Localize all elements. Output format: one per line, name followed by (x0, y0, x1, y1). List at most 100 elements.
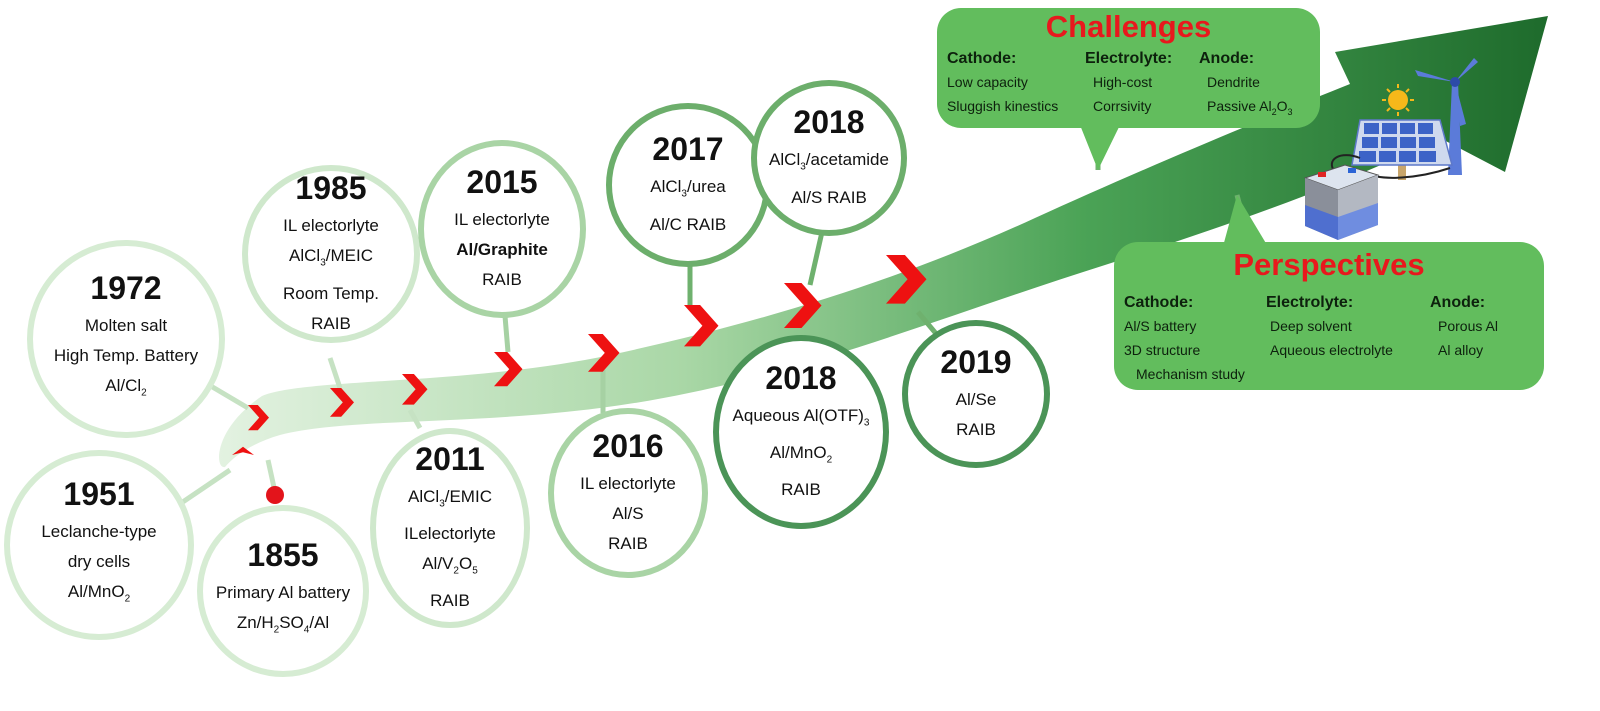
perspectives-anode-heading: Anode: (1430, 294, 1486, 311)
milestone-year: 1985 (295, 170, 367, 207)
milestone-line: Aqueous Al(OTF)3 (732, 405, 870, 428)
growth-arrow (219, 16, 1548, 468)
milestone-year: 2011 (415, 440, 485, 477)
chevron-markers (232, 255, 927, 455)
challenges-cathode-item: Low capacity (947, 74, 1028, 90)
challenges-electrolyte-item: High-cost (1093, 74, 1153, 90)
milestone-year: 1855 (247, 537, 319, 574)
sun-icon (1382, 84, 1414, 116)
milestone-line: ILelectorlyte (404, 524, 496, 543)
chevron-8 (784, 283, 822, 328)
perspectives-col-anode: Anode: Porous Al Al alloy (1430, 292, 1498, 362)
chevron-3 (330, 388, 354, 417)
milestone-line: AlCl3/EMIC (408, 486, 492, 509)
challenges-electrolyte-item: Corrsivity (1093, 98, 1152, 114)
milestone-year: 1972 (90, 270, 162, 307)
milestone-line: RAIB (482, 270, 522, 289)
milestone-line: Al/C RAIB (649, 214, 727, 234)
milestone-line: Molten salt (84, 316, 168, 336)
milestone-line: Primary Al battery (215, 583, 351, 603)
challenges-anode-item: Passive Al2O3 (1207, 98, 1293, 117)
milestone-line: IL electorlyte (454, 210, 550, 229)
milestone-year: 2018 (765, 359, 837, 396)
perspectives-electrolyte-heading: Electrolyte: (1266, 294, 1354, 311)
milestone-line: AlCl3/urea (650, 177, 726, 200)
milestone-line: Zn/H2SO4/Al (236, 613, 330, 636)
chevron-9 (886, 255, 927, 304)
milestone-line: Al/S (612, 504, 644, 523)
challenges-col-electrolyte: Electrolyte: High-cost Corrsivity (1085, 48, 1172, 118)
perspectives-cathode-item: 3D structure (1124, 342, 1201, 358)
milestone-line: dry cells (67, 552, 131, 572)
milestone-line: IL electorlyte (283, 216, 379, 236)
perspectives-cathode-item: Al/S battery (1124, 318, 1197, 334)
milestone-line: Leclanche-type (41, 522, 157, 542)
milestone-year: 1951 (63, 476, 135, 513)
milestone-line: RAIB (956, 420, 996, 439)
challenges-col-cathode: Cathode: Low capacity Sluggish kinestics (947, 48, 1058, 118)
challenges-col-anode: Anode: Dendrite Passive Al2O3 (1199, 48, 1293, 124)
solar-panel-icon (1351, 119, 1453, 180)
milestone-line: RAIB (430, 591, 470, 611)
perspectives-title: Perspectives (1233, 247, 1425, 282)
perspectives-anode-item: Al alloy (1438, 342, 1484, 358)
perspectives-col-cathode: Cathode: Al/S battery 3D structure Mecha… (1124, 292, 1245, 386)
challenges-cathode-item: Sluggish kinestics (947, 98, 1059, 114)
milestone-line: RAIB (311, 313, 351, 333)
perspectives-cathode-item: Mechanism study (1136, 366, 1245, 382)
start-dot (266, 486, 284, 504)
milestone-year: 2016 (592, 428, 664, 464)
milestone-line: IL electorlyte (580, 474, 676, 493)
chevron-2 (248, 405, 269, 431)
chevron-5 (494, 352, 523, 387)
challenges-title: Challenges (1045, 9, 1212, 44)
milestone-year: 2017 (652, 131, 724, 168)
milestone-line: AlCl3/MEIC (289, 246, 373, 269)
milestone-year: 2018 (793, 104, 865, 141)
milestone-line: Al/Cl2 (105, 376, 147, 399)
milestone-line: RAIB (781, 480, 821, 500)
battery-icon (1303, 154, 1451, 240)
challenges-cathode-heading: Cathode: (947, 50, 1017, 67)
chevron-4 (402, 374, 428, 405)
perspectives-cathode-heading: Cathode: (1124, 294, 1194, 311)
milestone-line: Al/MnO2 (769, 443, 833, 466)
milestone-line: High Temp. Battery (53, 346, 199, 366)
chevron-7 (684, 305, 719, 347)
challenges-callout-tail (1080, 125, 1120, 170)
challenges-callout: Challenges Cathode: Low capacity Sluggis… (937, 8, 1320, 128)
milestone-line: Room Temp. (282, 283, 380, 303)
wind-turbine-icon (1415, 58, 1478, 175)
perspectives-anode-item: Porous Al (1438, 318, 1498, 334)
milestone-line: Al/Graphite (456, 240, 548, 259)
perspectives-electrolyte-item: Deep solvent (1270, 318, 1352, 334)
milestone-line: Al/MnO2 (67, 582, 131, 605)
milestone-line: Al/Se (955, 390, 997, 409)
milestone-line: Al/V2O5 (422, 554, 478, 577)
milestone-line: RAIB (608, 534, 648, 553)
chevron-1 (232, 446, 254, 455)
challenges-anode-item: Dendrite (1207, 74, 1260, 90)
challenges-anode-heading: Anode: (1199, 50, 1255, 67)
milestone-line: Al/S RAIB (791, 187, 867, 207)
milestone-line: AlCl3/acetamide (769, 150, 889, 173)
perspectives-callout: Perspectives Cathode: Al/S battery 3D st… (1114, 242, 1544, 390)
milestone-year: 2019 (940, 344, 1012, 380)
perspectives-electrolyte-item: Aqueous electrolyte (1270, 342, 1393, 358)
challenges-electrolyte-heading: Electrolyte: (1085, 50, 1173, 67)
perspectives-callout-tail (1222, 195, 1270, 250)
milestone-year: 2015 (466, 164, 538, 200)
chevron-6 (588, 334, 620, 372)
